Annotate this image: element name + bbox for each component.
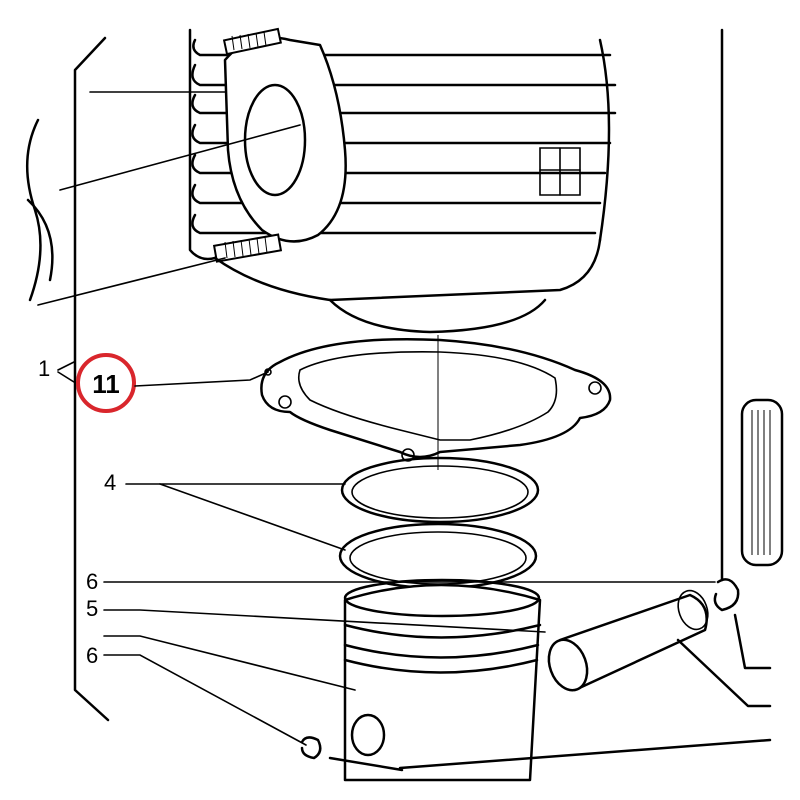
callout-5: 5: [86, 596, 98, 621]
stud-bottom: [212, 233, 283, 263]
callout-11: 11: [92, 369, 120, 399]
stud-top: [222, 27, 282, 56]
cooling-fins: [191, 38, 617, 242]
callout-6-bottom: 6: [86, 643, 98, 668]
callout-4: 4: [104, 470, 116, 495]
crankcase-window: [740, 398, 784, 567]
callout-11-highlight: [76, 353, 136, 413]
circlip-left: [300, 736, 322, 760]
callout-6-top: 6: [86, 569, 98, 594]
exhaust-flange: [223, 36, 347, 243]
wrist-pin: [547, 589, 709, 692]
piston: [343, 578, 542, 782]
callout-1: 1: [38, 356, 50, 381]
cylinder-block: [188, 27, 617, 334]
base-gasket: [260, 337, 612, 462]
piston-rings: [338, 456, 540, 590]
crankcase-edge: [720, 28, 784, 582]
circlip-right: [713, 578, 740, 612]
assembly-bracket: [26, 36, 110, 722]
